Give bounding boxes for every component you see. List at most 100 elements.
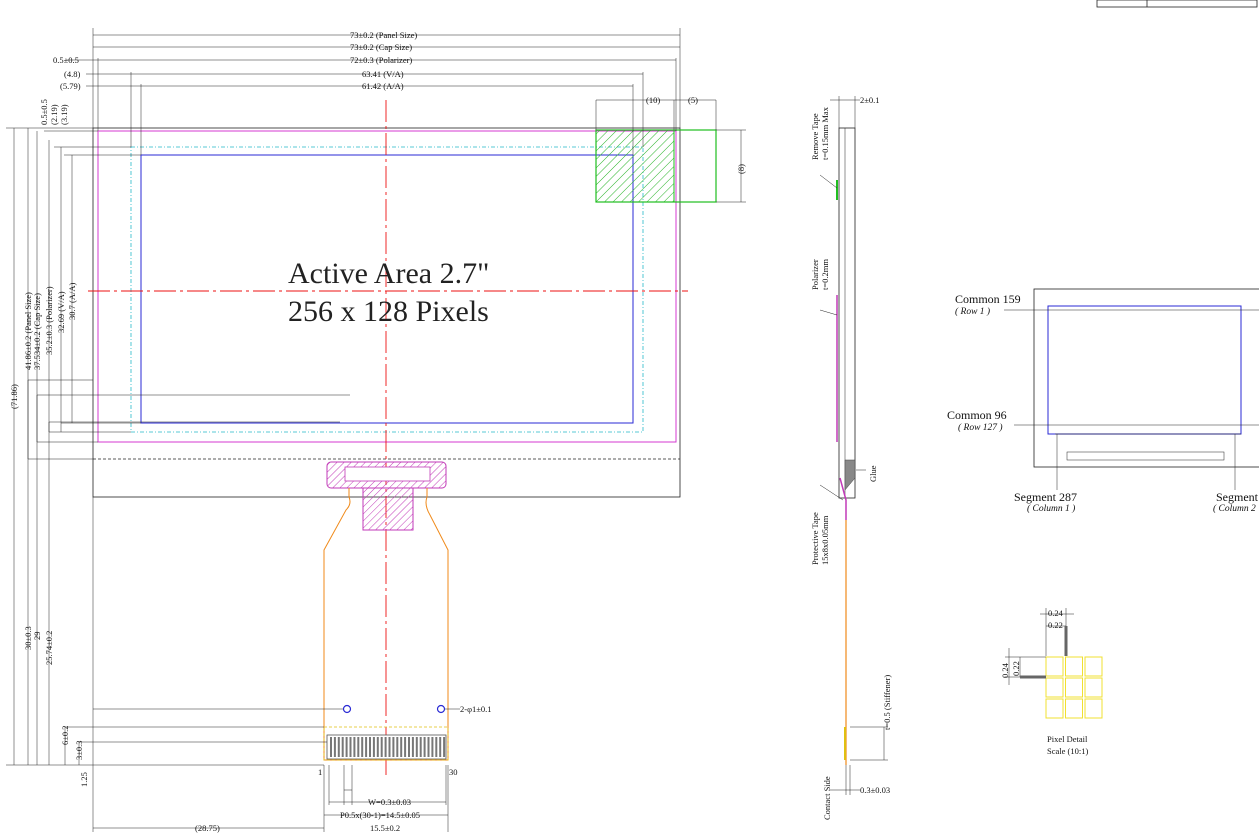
dim-w: W=0.3±0.03 [368,797,411,807]
dim-579: (5.79) [60,81,81,91]
protective-tape-label: Protective Tape [810,512,820,565]
dim-va: 63.41 (V/A) [362,69,404,79]
remove-tape-label: Remove Tape [810,113,820,160]
pixel-size-v: 0.22 [1011,661,1021,676]
pixel-cell [1045,677,1064,698]
fpc-contact-finger [411,737,414,757]
front-view: Active Area 2.7" 256 x 128 Pixels 2-φ1±0… [6,28,746,833]
pixel-cell [1065,698,1083,719]
dim-5: (5) [688,95,698,105]
fpc-contact-finger [341,737,344,757]
fpc-contact-finger [415,737,418,757]
fpc-contact-finger [345,737,348,757]
polarizer-thickness: t=0.2mm [820,259,830,290]
fpc-contact-finger [376,737,379,757]
side-panel [838,127,856,499]
remove-tape-thickness: t=0.15mm Max [820,106,830,160]
dim-left-cap: 37.534±0.2 (Cap Size) [32,293,42,370]
dim-left-319: (3.19) [59,104,69,125]
dim-pitch: P0.5x(30-1)=14.5±0.05 [340,810,420,820]
column-right-label: ( Column 2 [1213,503,1256,514]
pixel-cell [1084,677,1103,698]
dim-fpc-125: 1.25 [79,772,89,787]
pixel-cell [1084,698,1103,719]
dim-fpc-2574: 25.74±0.2 [44,631,54,665]
dim-left-panel: 41.86±0.2 (Panel Size) [23,292,33,370]
fpc-thickness: 0.3±0.03 [860,785,890,795]
fpc-contact-finger [419,737,422,757]
column-1-label: ( Column 1 ) [1027,503,1075,514]
dim-left-va: 32.69 (V/A) [56,291,66,333]
active-area [140,154,634,424]
dim-left-polarizer: 35.2±0.3 (Polarizer) [44,286,54,355]
side-thickness: 2±0.1 [860,95,880,105]
glue-label: Glue [868,465,878,482]
pixel-map-view: Common 159 ( Row 1 ) Common 96 ( Row 127… [947,288,1259,514]
fpc-contact-finger [337,737,340,757]
fpc-contact-finger [427,737,430,757]
fpc-contact-finger [431,737,434,757]
fpc-contact-finger [353,737,356,757]
dim-48: (4.8) [64,69,80,79]
side-view: 2±0.1 Remove Tape t=0.15mm Max Polarizer… [810,95,892,820]
hole-dim: 2-φ1±0.1 [460,704,492,714]
fpc-hole-right [436,704,446,714]
fpc-contact-finger [380,737,383,757]
fpc-contact-finger [423,737,426,757]
dim-fpc-29: 29 [32,632,42,641]
fpc-contact-finger [361,737,364,757]
fpc-contact-finger [392,737,395,757]
contact-side-label: Contact Side [822,776,832,820]
active-area-pixels: 256 x 128 Pixels [288,295,489,328]
fpc-contact-finger [372,737,375,757]
fpc-outline [323,488,449,761]
fpc-contact-finger [404,737,407,757]
row-127-label: ( Row 127 ) [958,422,1003,433]
dim-fpc-3: 3±0.3 [74,740,84,760]
common-159-label: Common 159 [955,292,1021,306]
pixel-cell [1065,677,1083,698]
fpc-contact-finger [365,737,368,757]
dim-fpc-6: 6±0.2 [60,725,70,745]
segment-287-label: Segment 287 [1014,490,1077,504]
dim-8: (8) [736,164,746,174]
pin-30-label: 30 [449,767,458,777]
fpc-contact-finger [400,737,403,757]
fpc-contact-finger [388,737,391,757]
fpc-contact-finger [349,737,352,757]
pixel-cell [1045,656,1064,677]
pixel-detail-scale: Scale (10:1) [1047,746,1088,756]
title-block-corner [1096,0,1258,8]
fpc-contact-finger [330,737,332,757]
row-1-label: ( Row 1 ) [955,306,990,317]
dim-fpc-width: 15.5±0.2 [370,823,400,833]
fpc-hole-left [342,704,352,714]
pixel-cell [1045,698,1064,719]
polarizer-label: Polarizer [810,259,820,290]
pin-1-label: 1 [318,767,322,777]
remove-tape-hatch [595,129,675,203]
fpc-contact-finger [396,737,399,757]
dim-fpc-30: 30±0.3 [23,626,33,650]
fpc-contact-finger [384,737,387,757]
dim-05: 0.5±0.5 [53,55,79,65]
fpc-contact-finger [369,737,371,757]
fpc-contact-finger [439,737,442,757]
pixel-pitch-v: 0.24 [1000,662,1010,678]
protective-tape-size: 15x8x0.05mm [820,515,830,565]
segment-right-label: Segment [1216,490,1259,504]
fpc-contact-finger [357,737,360,757]
pixel-cell [1084,656,1103,677]
active-area-title: Active Area 2.7" [288,257,489,290]
fpc-contact-finger [443,737,446,757]
pixel-detail-title: Pixel Detail [1047,734,1088,744]
dim-left-05: 0.5±0.5 [39,99,49,125]
dim-left-aa: 30.7 (A/A) [67,283,77,320]
dim-polarizer: 72±0.3 (Polarizer) [350,55,412,65]
fpc-contact-finger [333,737,336,757]
fpc-contact-finger [435,737,438,757]
common-96-label: Common 96 [947,408,1007,422]
pixel-size-h: 0.22 [1048,620,1063,630]
stiffener-label: t=0.5 (Stiffener) [882,675,892,730]
